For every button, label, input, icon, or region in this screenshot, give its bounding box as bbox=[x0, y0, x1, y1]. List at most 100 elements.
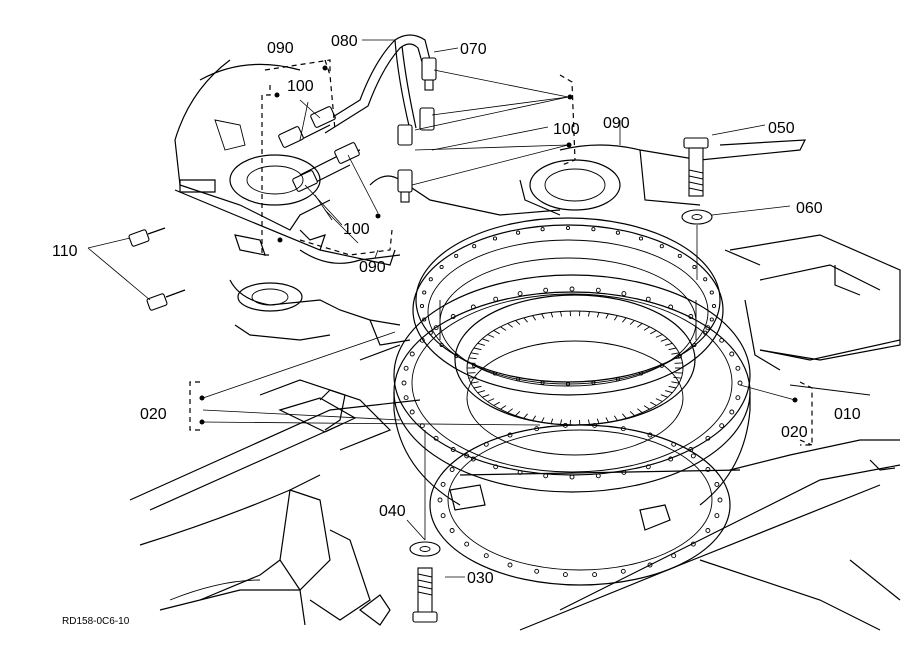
bolt-hole bbox=[428, 330, 433, 335]
right-frame bbox=[519, 139, 901, 396]
gear-tooth bbox=[596, 312, 600, 318]
bolt-hole bbox=[562, 422, 568, 428]
gear-tooth bbox=[507, 408, 513, 413]
bolt-hole bbox=[433, 325, 439, 331]
bolt-hole bbox=[492, 371, 498, 376]
bolt-hole bbox=[647, 562, 653, 568]
gear-tooth bbox=[587, 311, 590, 317]
bolt-hole bbox=[621, 291, 627, 297]
bolt-hole bbox=[703, 330, 708, 335]
gear-tooth bbox=[587, 419, 590, 425]
bolt-hole bbox=[507, 562, 513, 568]
bolt-hole bbox=[620, 568, 626, 574]
bolt-hole bbox=[615, 230, 620, 235]
bolt-hole bbox=[592, 572, 598, 578]
callout-100-left: 100 bbox=[287, 78, 314, 95]
callout-050: 050 bbox=[768, 120, 795, 137]
upper-frame bbox=[174, 59, 561, 361]
gear-tooth bbox=[500, 326, 507, 331]
bolt-hole bbox=[595, 473, 601, 479]
bolt-hole bbox=[591, 380, 596, 385]
bolt-hole bbox=[565, 225, 571, 231]
bolt-hole bbox=[454, 354, 459, 359]
gear-tooth bbox=[637, 408, 643, 413]
gear-tooth bbox=[541, 313, 545, 319]
bolt-hole bbox=[638, 371, 644, 376]
bolt-hole bbox=[562, 572, 568, 578]
gear-tooth bbox=[660, 338, 668, 342]
bolt-hole bbox=[668, 456, 674, 462]
bolt-hole bbox=[659, 244, 664, 249]
bolt-hole bbox=[692, 342, 697, 348]
bolt-hole bbox=[470, 456, 476, 462]
bolt-hole bbox=[737, 380, 743, 386]
bolt-hole bbox=[647, 432, 653, 438]
gear-tooth bbox=[560, 419, 563, 425]
bolt-hole bbox=[516, 230, 521, 235]
gear-tooth bbox=[532, 415, 537, 421]
bolt-hole bbox=[615, 377, 620, 382]
gear-tooth bbox=[643, 405, 650, 410]
gear-tooth bbox=[532, 315, 537, 321]
bolt-hole bbox=[437, 497, 443, 503]
bolt-hole bbox=[472, 363, 477, 368]
bolt-hole bbox=[569, 474, 575, 480]
gear-tooth bbox=[671, 381, 680, 384]
bolt-hole bbox=[428, 277, 433, 282]
gear-tooth bbox=[637, 323, 643, 328]
bolt-hole bbox=[705, 325, 711, 331]
bolt-hole bbox=[433, 435, 439, 441]
bolt-hole bbox=[671, 441, 677, 447]
gear-tooth bbox=[622, 413, 627, 419]
gear-tooth bbox=[473, 385, 482, 389]
gear-tooth bbox=[482, 394, 490, 398]
gear-tooth bbox=[550, 312, 554, 318]
bolt-hole bbox=[719, 337, 725, 343]
bolt-hole bbox=[450, 314, 456, 319]
gear-tooth bbox=[473, 347, 482, 351]
bolt-hole bbox=[517, 469, 523, 475]
gear-tooth bbox=[655, 334, 663, 338]
callout-090-top: 090 bbox=[267, 40, 294, 57]
gear-tooth bbox=[550, 418, 554, 424]
pipe-fittings bbox=[229, 57, 437, 251]
bolt-hole bbox=[449, 528, 455, 533]
bolt-hole bbox=[464, 541, 470, 547]
bolt-hole bbox=[440, 481, 446, 487]
bolt-hole bbox=[492, 236, 498, 241]
bolt-hole bbox=[729, 351, 735, 357]
gear-tooth bbox=[643, 326, 650, 331]
gear-tooth bbox=[629, 320, 635, 325]
bolt-hole bbox=[735, 395, 741, 401]
callout-020-left: 020 bbox=[140, 406, 167, 423]
gear-tooth bbox=[668, 385, 677, 389]
bolt-hole bbox=[450, 447, 456, 452]
bolt-hole bbox=[709, 317, 714, 322]
bolt-hole bbox=[534, 426, 540, 432]
gear-tooth bbox=[668, 347, 677, 351]
bolt-hole bbox=[419, 303, 425, 309]
bolt-hole bbox=[705, 467, 711, 472]
bolt-hole bbox=[540, 380, 545, 385]
callout-labels: 090 080 070 100 100 090 050 060 100 090 … bbox=[52, 33, 861, 627]
gear-tooth bbox=[673, 357, 682, 360]
bolt-hole bbox=[719, 423, 725, 429]
bolt-hole bbox=[534, 568, 540, 574]
bolt-hole bbox=[472, 244, 477, 249]
lower-frame bbox=[129, 379, 901, 631]
gear-tooth bbox=[500, 405, 507, 410]
bolt-hole bbox=[493, 296, 499, 302]
washer-040 bbox=[409, 541, 441, 557]
bolt-hole bbox=[470, 304, 476, 310]
gear-tooth bbox=[523, 317, 528, 323]
gear-tooth bbox=[493, 401, 500, 406]
bolt-hole bbox=[439, 342, 444, 348]
leader-lines bbox=[87, 39, 796, 578]
bolt-hole bbox=[516, 377, 521, 382]
gear-tooth bbox=[650, 330, 657, 335]
bolt-hole bbox=[543, 287, 549, 293]
bolt-hole bbox=[464, 453, 470, 459]
gear-tooth bbox=[613, 415, 618, 421]
gear-tooth bbox=[650, 401, 657, 406]
elbow-fittings-110 bbox=[128, 227, 186, 311]
